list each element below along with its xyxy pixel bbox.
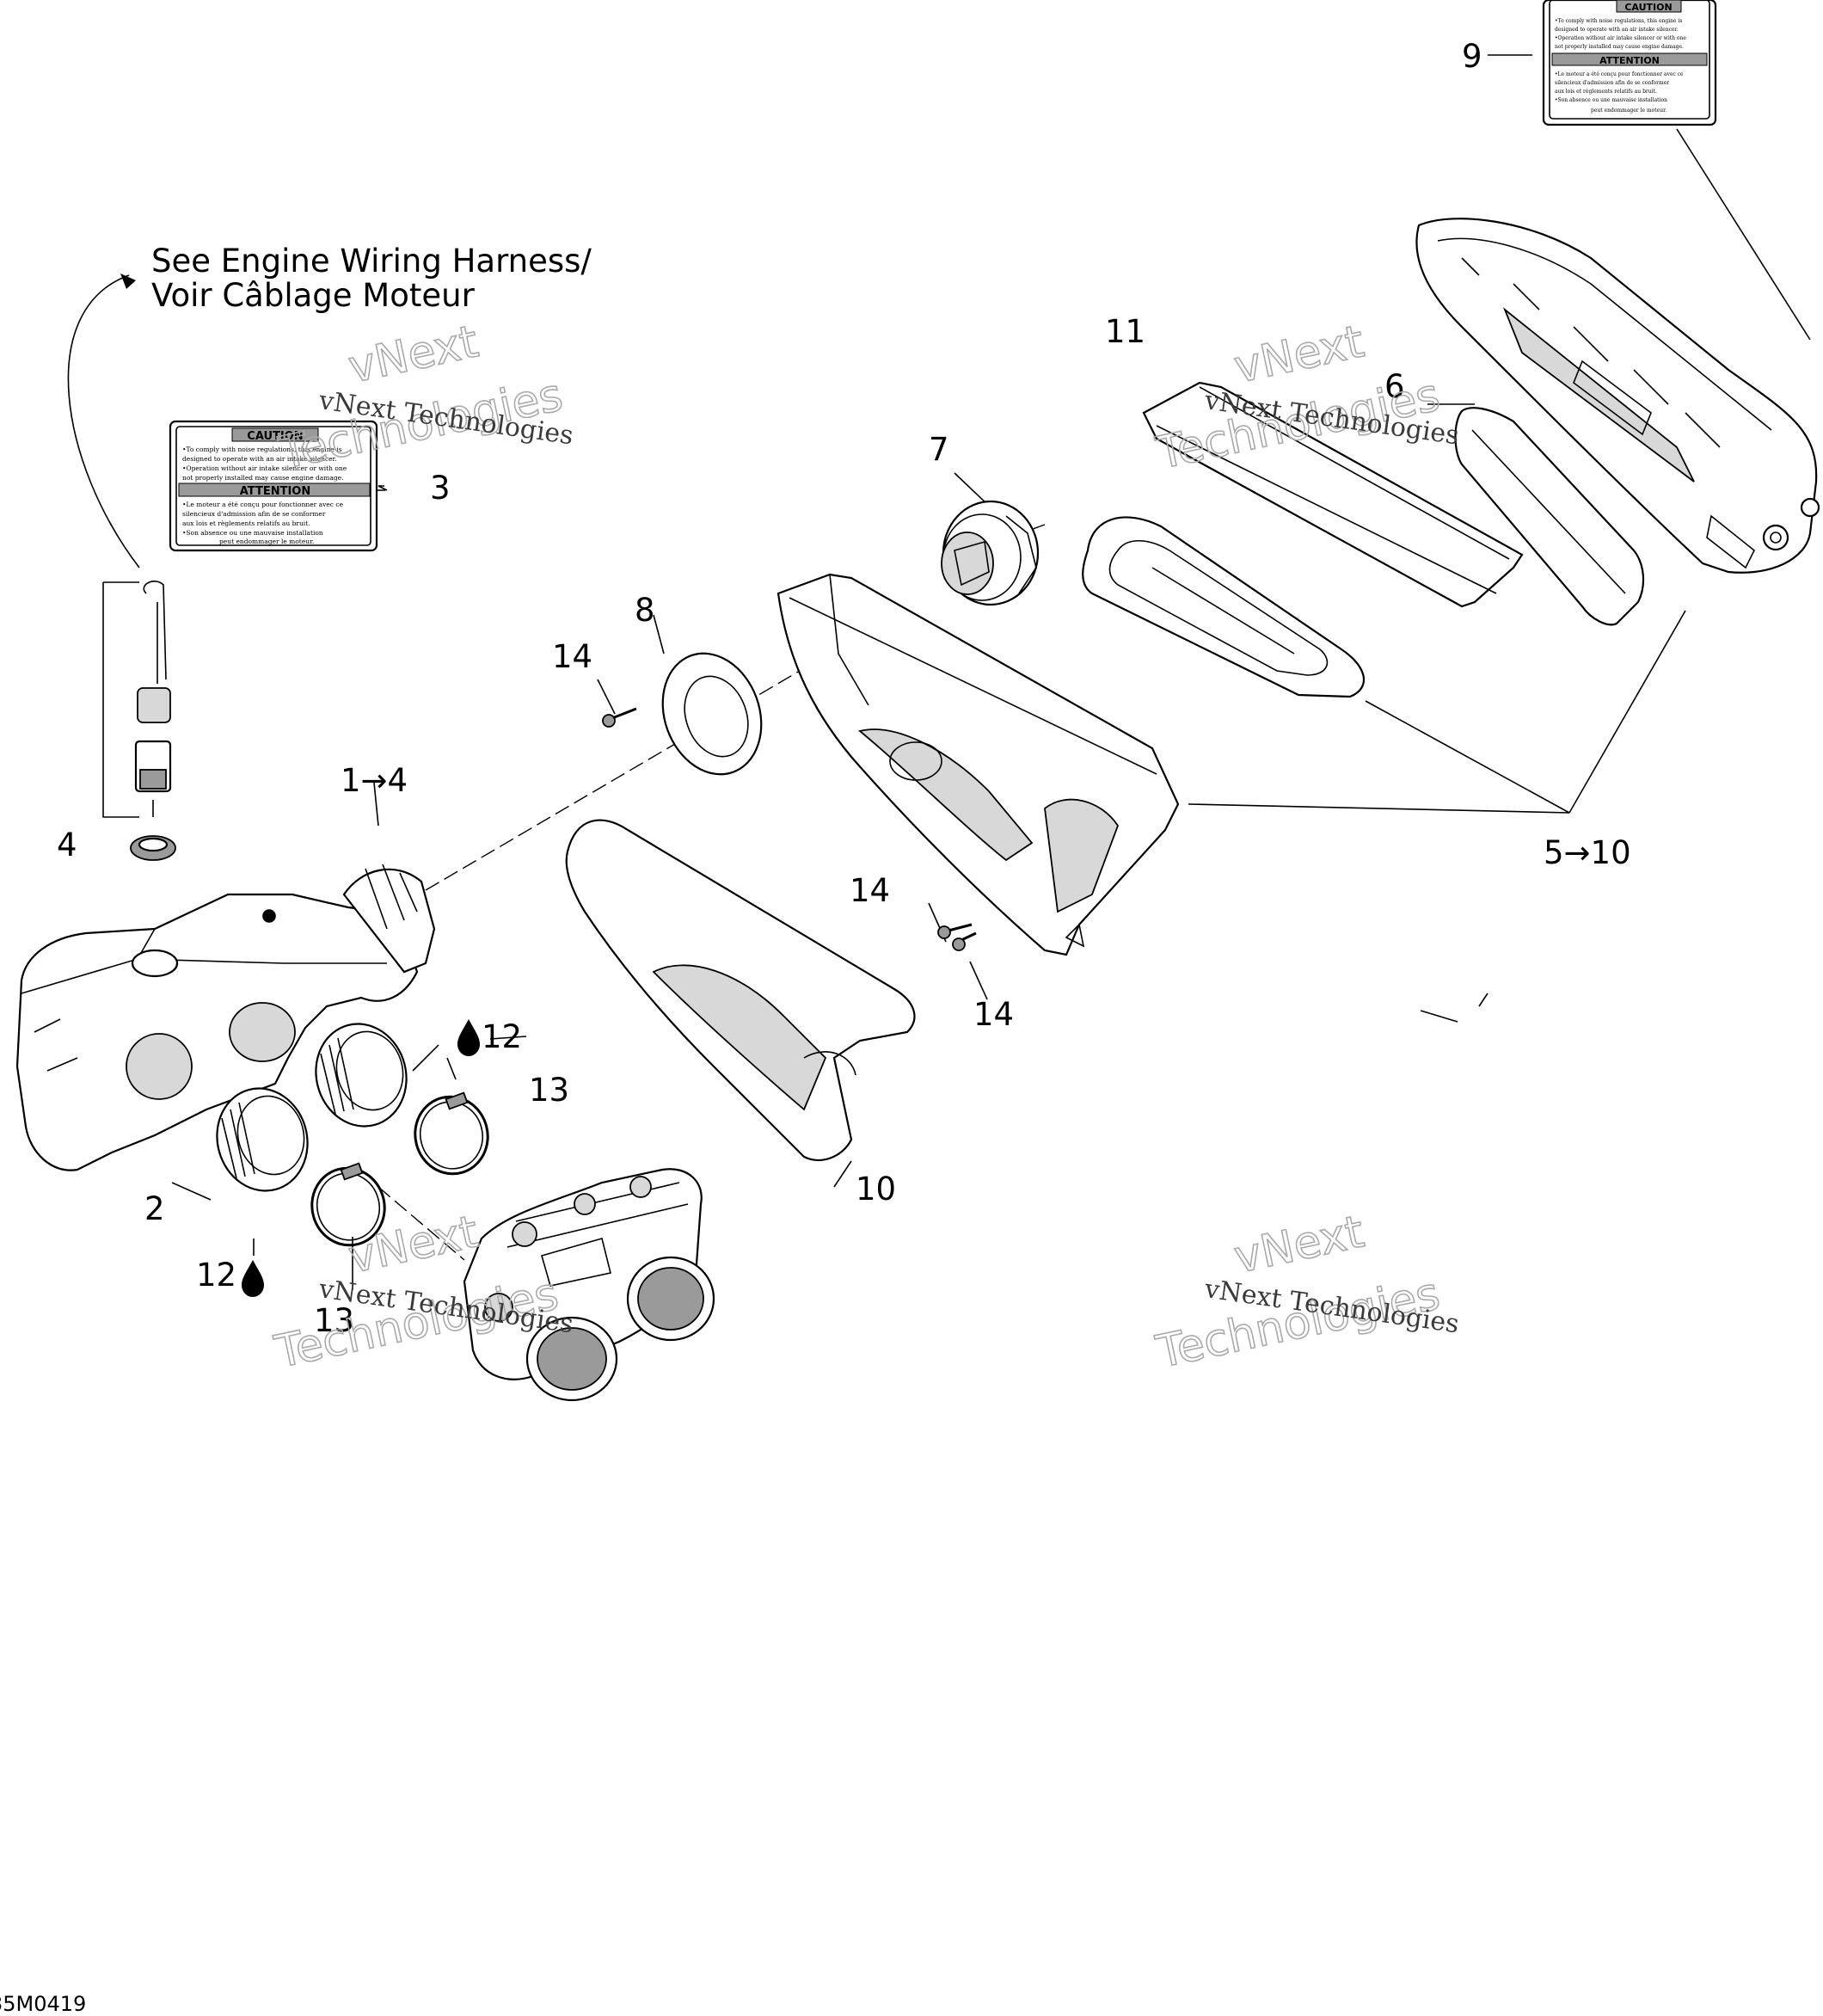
note-arrow-icon bbox=[120, 274, 136, 289]
svg-text:not properly installed may cau: not properly installed may cause engine … bbox=[1555, 44, 1684, 50]
svg-text:aux lois et règlements relatif: aux lois et règlements relatifs au bruit… bbox=[1555, 89, 1657, 95]
callout-11: 11 bbox=[1105, 313, 1145, 350]
svg-text:•Son absence ou une mauvaise i: •Son absence ou une mauvaise installatio… bbox=[182, 529, 323, 537]
callout-10: 10 bbox=[856, 1171, 896, 1208]
filter-element-part-6 bbox=[1454, 407, 1645, 626]
svg-text:vNext: vNext bbox=[1230, 1206, 1368, 1283]
callout-12b: 12 bbox=[196, 1257, 236, 1294]
svg-text:CAUTION: CAUTION bbox=[247, 430, 303, 443]
watermark-1: vNext Technologies vNext Technologies bbox=[273, 316, 574, 481]
callout-8: 8 bbox=[635, 592, 655, 629]
callout-14a: 14 bbox=[552, 638, 592, 675]
svg-text:•Operation without air intake: •Operation without air intake silencer o… bbox=[182, 464, 347, 472]
lubricant-drop-icon bbox=[457, 1019, 480, 1056]
callout-14b: 14 bbox=[850, 872, 890, 909]
svg-text:designed to operate with an ai: designed to operate with an air intake s… bbox=[182, 455, 337, 463]
screw-part-14a bbox=[602, 707, 637, 728]
svg-text:Voir Câblage Moteur: Voir Câblage Moteur bbox=[151, 277, 476, 314]
clamp-part-13a bbox=[310, 1162, 386, 1247]
svg-text:vNext: vNext bbox=[344, 1206, 482, 1283]
callout-13a: 13 bbox=[529, 1072, 569, 1109]
grommet-part-4 bbox=[130, 835, 176, 861]
svg-text:peut endommager le moteur.: peut endommager le moteur. bbox=[219, 538, 314, 545]
callout-6: 6 bbox=[1384, 368, 1405, 405]
svg-text:•To comply with noise regulati: •To comply with noise regulations, this … bbox=[182, 446, 342, 453]
clamp-part-13b bbox=[414, 1091, 489, 1176]
watermark-4: vNext Technologies vNext Technologies bbox=[1151, 1206, 1460, 1380]
ring-part-8 bbox=[661, 652, 763, 776]
svg-text:designed to operate with an ai: designed to operate with an air intake s… bbox=[1555, 27, 1679, 33]
callout-1-4: 1→4 bbox=[341, 762, 408, 799]
callout-13b: 13 bbox=[314, 1302, 354, 1339]
callout-2: 2 bbox=[144, 1190, 165, 1227]
sleeve-part-12 bbox=[315, 1023, 408, 1128]
inlet-horn-part-7 bbox=[941, 500, 1040, 606]
decal-part-9: CAUTION •To comply with noise regulation… bbox=[1542, 0, 1717, 126]
svg-text:•Le moteur a été conçu pour fo: •Le moteur a été conçu pour fonctionner … bbox=[1555, 71, 1684, 77]
screw-part-14c bbox=[952, 931, 977, 951]
sensor-assembly bbox=[134, 581, 172, 817]
figure-code: 35M0419 bbox=[0, 1992, 86, 2016]
svg-text:aux lois et règlements relatif: aux lois et règlements relatifs au bruit… bbox=[182, 519, 310, 527]
callout-3: 3 bbox=[430, 470, 451, 507]
svg-text:•To comply with noise regulati: •To comply with noise regulations, this … bbox=[1555, 18, 1682, 24]
airbox-cover-part-5 bbox=[1415, 218, 1820, 574]
svg-text:•Son absence ou une mauvaise i: •Son absence ou une mauvaise installatio… bbox=[1555, 97, 1667, 103]
svg-text:vNext: vNext bbox=[344, 316, 482, 393]
callout-4: 4 bbox=[57, 827, 77, 864]
screw-part-14b bbox=[937, 923, 973, 939]
svg-text:See Engine Wiring Harness/: See Engine Wiring Harness/ bbox=[151, 243, 592, 280]
wiring-harness-note: See Engine Wiring Harness/ Voir Câblage … bbox=[151, 243, 592, 314]
svg-text:silencieux d'admission afin de: silencieux d'admission afin de se confor… bbox=[1555, 80, 1669, 86]
throttle-body bbox=[463, 1168, 715, 1402]
callouts: 9 11 6 7 3 8 14 1→4 4 5→10 14 14 12 13 1… bbox=[57, 38, 1631, 1339]
lubricant-drop-icon bbox=[242, 1260, 264, 1297]
svg-text:peut endommager le moteur.: peut endommager le moteur. bbox=[1591, 108, 1666, 114]
svg-text:silencieux d'admission afin de: silencieux d'admission afin de se confor… bbox=[182, 510, 326, 518]
air-silencer-part-1 bbox=[15, 864, 436, 1171]
svg-text:•Operation without air intake: •Operation without air intake silencer o… bbox=[1555, 35, 1686, 41]
svg-text:•Le moteur a été conçu pour fo: •Le moteur a été conçu pour fonctionner … bbox=[182, 501, 344, 508]
panel-part-11 bbox=[1142, 381, 1524, 608]
callout-12a: 12 bbox=[482, 1018, 522, 1055]
svg-text:vNext: vNext bbox=[1230, 316, 1368, 393]
airbox-housing bbox=[776, 573, 1180, 956]
callout-5-10: 5→10 bbox=[1544, 834, 1631, 871]
callout-14c: 14 bbox=[973, 996, 1014, 1033]
sleeve-part-2 bbox=[216, 1087, 309, 1192]
svg-text:ATTENTION: ATTENTION bbox=[240, 485, 310, 498]
svg-text:not properly installed may cau: not properly installed may cause engine … bbox=[182, 474, 343, 482]
gasket-tray bbox=[1082, 516, 1366, 698]
svg-text:CAUTION: CAUTION bbox=[1624, 2, 1672, 13]
callout-7: 7 bbox=[929, 431, 949, 468]
lower-duct-part-10 bbox=[565, 819, 916, 1161]
svg-text:ATTENTION: ATTENTION bbox=[1599, 55, 1660, 66]
callout-9: 9 bbox=[1462, 38, 1482, 75]
decal-part-3: CAUTION •To comply with noise regulation… bbox=[169, 420, 378, 552]
